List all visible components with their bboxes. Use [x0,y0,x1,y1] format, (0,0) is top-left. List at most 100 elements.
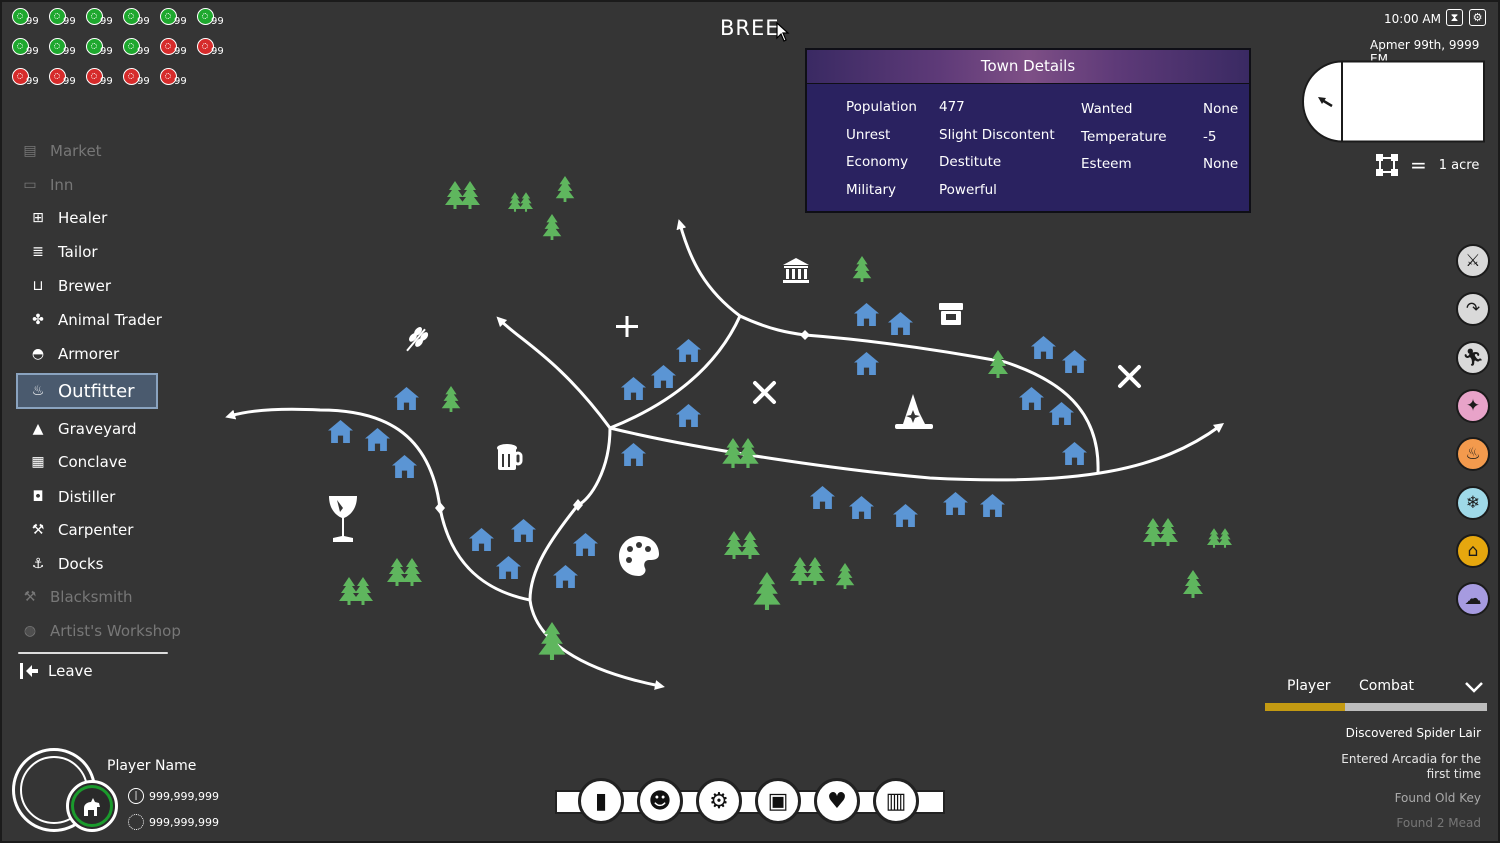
leave-button[interactable]: Leave [20,662,93,680]
bucket-icon: ◘ [32,489,44,505]
house-icon[interactable] [943,492,968,515]
house-icon[interactable] [621,443,646,466]
redirect-button[interactable]: ↷ [1456,292,1490,327]
magic-button[interactable]: ✦ [1456,388,1490,423]
crossed-swords-map-icon [753,381,776,404]
sundial-clock [1302,60,1485,143]
house-icon[interactable] [621,377,646,400]
status-effect-count: 99 [63,46,76,57]
status-effect-green[interactable]: 99 [158,6,188,36]
house-icon[interactable] [1062,442,1087,465]
status-effect-count: 99 [174,16,187,27]
status-effect-green[interactable]: 99 [84,6,114,36]
skills-button[interactable]: ⚙ [696,778,742,824]
house-icon[interactable] [392,455,417,478]
menu-item-docks[interactable]: ⚓Docks [28,552,104,576]
health-button[interactable]: ♥ [814,778,860,824]
house-icon[interactable] [980,494,1005,517]
status-effect-green[interactable]: 99 [121,6,151,36]
journal-button[interactable]: ▮ [578,778,624,824]
crossed-swords-map-icon-east [1118,365,1141,388]
status-effect-red[interactable]: 99 [10,66,40,96]
frost-button[interactable]: ❄ [1456,485,1490,520]
house-icon[interactable] [854,352,879,375]
house-icon[interactable] [888,312,913,335]
status-effect-red[interactable]: 99 [195,36,225,66]
status-effect-red[interactable]: 99 [47,66,77,96]
house-icon[interactable] [394,387,419,410]
menu-item-armorer[interactable]: ◓Armorer [28,342,119,366]
hourglass-button[interactable]: ⧗ [1446,9,1463,26]
house-icon[interactable] [1019,387,1044,410]
log-tab-player[interactable]: Player [1287,678,1331,694]
menu-item-animal-trader[interactable]: ✤Animal Trader [28,308,162,332]
house-icon[interactable] [849,496,874,519]
scale-label: 1 acre [1438,157,1480,173]
house-icon[interactable] [1049,402,1074,425]
house-icon[interactable] [810,486,835,509]
menu-item-market[interactable]: ▤Market [20,139,101,163]
detail-value-unrest: Slight Discontent [939,126,1055,143]
house-icon[interactable] [676,339,701,362]
house-icon[interactable] [365,428,390,451]
status-effect-green[interactable]: 99 [10,6,40,36]
pet-badge[interactable] [66,780,118,832]
house-icon[interactable] [651,365,676,388]
status-effect-red[interactable]: 99 [84,66,114,96]
status-effect-count: 99 [174,46,187,57]
menu-item-healer[interactable]: ⊞Healer [28,206,107,230]
menu-item-distiller[interactable]: ◘Distiller [28,485,115,509]
menu-item-graveyard[interactable]: ▲Graveyard [28,417,137,441]
menu-item-tailor[interactable]: ≣Tailor [28,240,97,264]
settings-button[interactable]: ⚙ [1469,9,1486,26]
status-effect-count: 99 [174,76,187,87]
character-button[interactable]: ☻ [637,778,683,824]
menu-item-inn[interactable]: ▭Inn [20,173,73,197]
status-effect-green[interactable]: 99 [47,6,77,36]
house-icon[interactable] [328,420,353,443]
house-icon[interactable] [854,303,879,326]
menu-item-blacksmith[interactable]: ⚒Blacksmith [20,585,133,609]
menu-item-label: Healer [58,209,108,227]
house-icon[interactable] [511,519,536,542]
house-icon[interactable] [496,556,521,579]
status-effect-count: 99 [26,46,39,57]
status-effect-red[interactable]: 99 [158,66,188,96]
status-effect-green[interactable]: 99 [195,6,225,36]
menu-item-outfitter[interactable]: ♨Outfitter [16,373,158,409]
menu-item-carpenter[interactable]: ⚒Carpenter [28,518,134,542]
house-icon[interactable] [1062,350,1087,373]
time-display: 10:00 AM [1384,12,1441,26]
fire-button[interactable]: ♨ [1456,437,1490,472]
status-effect-green[interactable]: 99 [47,36,77,66]
quests-button[interactable]: ▥ [873,778,919,824]
house-icon[interactable] [573,533,598,556]
inventory-button[interactable]: ▣ [755,778,801,824]
status-effect-green[interactable]: 99 [10,36,40,66]
house-icon[interactable] [1031,336,1056,359]
status-effect-green[interactable]: 99 [121,36,151,66]
house-icon[interactable] [469,528,494,551]
house-icon[interactable] [553,565,578,588]
attack-button[interactable]: ⚔ [1456,244,1490,278]
flee-button[interactable]: 🏃︎ [1456,340,1490,375]
log-tab-combat[interactable]: Combat [1359,678,1414,694]
status-effect-green[interactable]: 99 [84,36,114,66]
anvil-icon: ⚒ [23,589,37,605]
menu-item-brewer[interactable]: ⊔Brewer [28,274,112,298]
storm-button[interactable]: ☁ [1456,582,1490,617]
status-effect-red[interactable]: 99 [158,36,188,66]
home-button[interactable]: ⌂ [1456,533,1490,568]
stat1-value: 999,999,999 [149,789,219,803]
house-icon[interactable] [893,504,918,527]
exit-icon [20,663,38,679]
detail-value-military: Powerful [939,181,997,198]
collapse-chevron-icon[interactable] [1465,682,1483,694]
status-effect-red[interactable]: 99 [121,66,151,96]
menu-item-artist-s-workshop[interactable]: ◍Artist's Workshop [20,619,181,643]
status-effect-icon [12,68,29,85]
house-icon[interactable] [676,404,701,427]
menu-item-conclave[interactable]: ▦Conclave [28,450,127,474]
